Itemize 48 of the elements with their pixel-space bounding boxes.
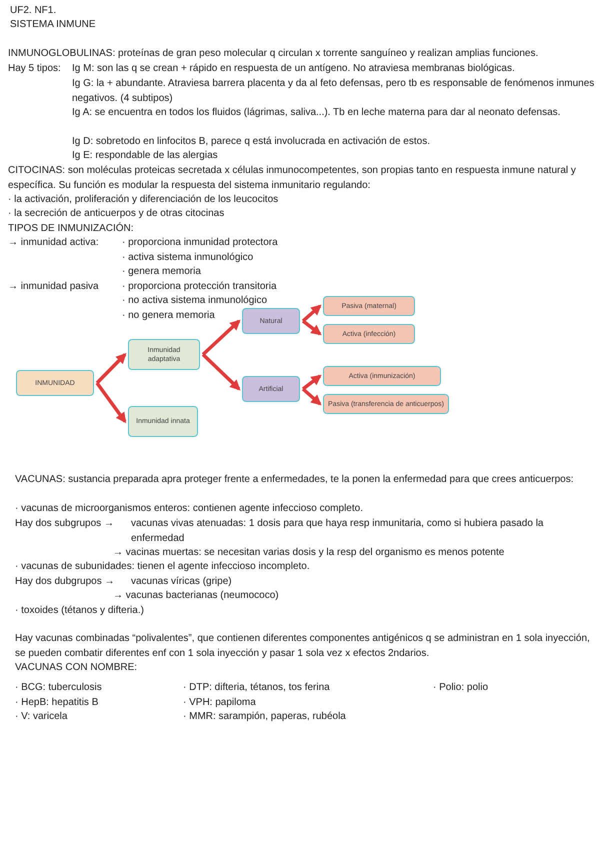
paragraph: VACUNAS: sustancia preparada apra proteger frente a enfermedades, te la ponen la enfermedad para que crees anticuerpos: bbox=[15, 473, 574, 487]
paragraph: Hay vacunas combinadas “polivalentes”, que contienen diferentes componentes antigénicos q se administran en 1 sola inyección, se pueden combatir diferentes enf con 1 sola inyección y pasar 1 sola vez x efectos 2ndarios. bbox=[15, 632, 591, 660]
arrow bbox=[302, 388, 322, 406]
list-item: · MMR: sarampión, paperas, rubéola bbox=[183, 710, 347, 724]
list-item: · HepB: hepatitis B bbox=[15, 696, 100, 710]
list-item: · Polio: polio bbox=[433, 681, 490, 695]
section-heading: VACUNAS CON NOMBRE: bbox=[15, 661, 138, 675]
arrow bbox=[302, 304, 322, 322]
section-heading: TIPOS DE INMUNIZACIÓN: bbox=[8, 222, 135, 236]
list-item: · vacunas de microorganismos enteros: contienen agente infeccioso completo. bbox=[15, 502, 364, 516]
list-item: · toxoides (tétanos y difteria.) bbox=[15, 604, 145, 618]
list-item: · la secreción de anticuerpos y de otras citocinas bbox=[8, 207, 226, 221]
arrow bbox=[302, 374, 322, 390]
list-heading: Hay dos dubgrupos → bbox=[15, 575, 116, 589]
list-item: · la activación, proliferación y diferenciación de los leucocitos bbox=[8, 193, 280, 207]
list-item: → vacunas bacterianas (neumococo) bbox=[113, 589, 280, 603]
arrow bbox=[302, 320, 322, 336]
list-heading: Hay 5 tipos: bbox=[8, 62, 62, 76]
list-item: Ig M: son las q se crean + rápido en respuesta de un antígeno. No atraviesa membranas biológicas. bbox=[72, 62, 516, 76]
list-item: · activa sistema inmunológico bbox=[122, 251, 254, 265]
list-item: · V: varicela bbox=[15, 710, 68, 724]
page-code: UF2. NF1. bbox=[10, 4, 58, 18]
list-item: Ig A: se encuentra en todos los fluidos (lágrimas, saliva...). Tb en leche materna para dar al neonato defensas. bbox=[72, 106, 562, 120]
list-item: → vacinas muertas: se necesitan varias dosis y la resp del organismo es menos potente bbox=[113, 546, 506, 560]
list-heading: → inmunidad pasiva bbox=[8, 280, 100, 294]
arrow bbox=[202, 320, 241, 356]
paragraph: INMUNOGLOBULINAS: proteínas de gran peso molecular q circulan x torrente sanguíneo y realizan amplias funciones. bbox=[8, 47, 540, 61]
list-item: · DTP: difteria, tétanos, tos ferina bbox=[183, 681, 331, 695]
list-item: Ig D: sobretodo en linfocitos B, parece q está involucrada en activación de estos. bbox=[72, 135, 431, 149]
list-item: · vacunas de subunidades: tienen el agente infeccioso incompleto. bbox=[15, 560, 311, 574]
list-item: · genera memoria bbox=[122, 265, 202, 279]
list-item: Ig G: la + abundante. Atraviesa barrera placenta y da al feto defensas, pero tb es responsable de fenómenos inmunes negativos. (4 subtipos) bbox=[72, 77, 596, 106]
list-heading: Hay dos subgrupos → bbox=[15, 517, 115, 531]
arrow bbox=[96, 353, 126, 384]
list-item: vacunas vivas atenuadas: 1 dosis para que haya resp inmunitaria, como si hubiera pasado la enfermedad bbox=[131, 517, 544, 546]
paragraph: CITOCINAS: son moléculas proteicas secretada x células inmunocompetentes, son propias tanto en respuesta inmune natural y específica. Su función es modular la respuesta del sistema inmunitario regulando: bbox=[8, 164, 577, 192]
list-item: · BCG: tuberculosis bbox=[15, 681, 103, 695]
list-item: · proporciona protección transitoria bbox=[122, 280, 278, 294]
arrow bbox=[202, 353, 241, 390]
arrow bbox=[96, 382, 126, 424]
list-item: · proporciona inmunidad protectora bbox=[122, 236, 279, 250]
page-title: SISTEMA INMUNE bbox=[10, 18, 97, 32]
list-item: Ig E: respondable de las alergias bbox=[72, 149, 219, 163]
list-heading: → inmunidad activa: bbox=[8, 236, 100, 250]
list-item: · no activa sistema inmunológico bbox=[122, 294, 268, 308]
list-item: · VPH: papiloma bbox=[183, 696, 257, 710]
list-item: vacunas víricas (gripe) bbox=[131, 575, 233, 589]
list-item: · no genera memoria bbox=[122, 309, 216, 323]
